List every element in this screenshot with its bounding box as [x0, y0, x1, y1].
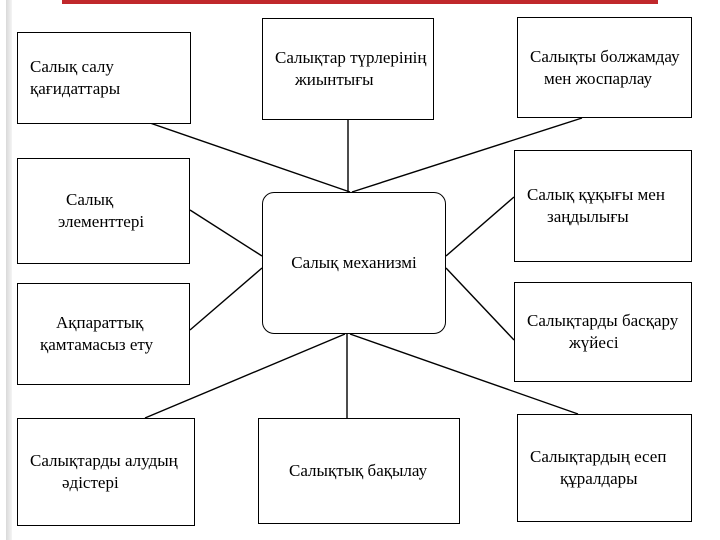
node-tax-forecast: Салықты болжамдау мен жоспарлау — [517, 17, 692, 118]
node-tax-rules: Салық салу қағидаттары — [17, 32, 191, 124]
connector-tax-accounting — [349, 333, 579, 415]
top-red-rule — [62, 0, 658, 4]
center-node-label: Салық механизмі — [291, 253, 417, 272]
node-tax-collection: Салықтарды алудың әдістері — [17, 418, 195, 526]
node-line: заңдылығы — [547, 207, 629, 226]
connector-tax-collection — [144, 333, 346, 419]
node-line: Салықтарды басқару — [527, 311, 679, 330]
connector-tax-forecast — [351, 117, 583, 193]
node-line: Салықты болжамдау — [530, 46, 680, 66]
center-node-tax-mechanism: Салық механизмі — [262, 192, 446, 334]
node-line: Ақпараттық — [56, 313, 144, 332]
connector-tax-law — [445, 196, 515, 257]
node-tax-types: Салықтар түрлерінің жиынтығы — [262, 18, 434, 120]
connector-info-support — [189, 267, 263, 331]
node-line: жиынтығы — [295, 70, 374, 89]
node-line: Салықтардың есеп — [530, 447, 667, 466]
connector-tax-rules — [149, 122, 351, 193]
node-line: жүйесі — [569, 333, 619, 352]
connector-tax-elements — [189, 209, 263, 257]
node-tax-elements: Салық элементтері — [17, 158, 190, 264]
node-line: мен жоспарлау — [544, 68, 653, 88]
node-line: элементтері — [58, 212, 145, 231]
node-tax-law: Салық құқығы мен заңдылығы — [514, 150, 692, 262]
node-line: қағидаттары — [30, 79, 121, 98]
node-line: құралдары — [560, 469, 638, 488]
node-tax-control: Салықтық бақылау — [258, 418, 460, 524]
node-line: әдістері — [62, 473, 119, 492]
node-line: Салық құқығы мен — [527, 185, 665, 204]
node-line: Салықтар түрлерінің — [275, 48, 427, 67]
page-edge-shadow — [6, 0, 12, 540]
node-tax-management: Салықтарды басқару жүйесі — [514, 282, 692, 382]
node-line: қамтамасыз ету — [40, 335, 154, 354]
node-line: Салықтарды алудың — [30, 451, 178, 470]
node-line: Салық салу — [30, 57, 114, 76]
node-line: Салықтық бақылау — [289, 461, 428, 480]
connector-tax-management — [445, 267, 515, 341]
node-tax-accounting: Салықтардың есеп құралдары — [517, 414, 692, 522]
node-line: Салық — [66, 190, 114, 209]
node-info-support: Ақпараттық қамтамасыз ету — [17, 283, 190, 385]
